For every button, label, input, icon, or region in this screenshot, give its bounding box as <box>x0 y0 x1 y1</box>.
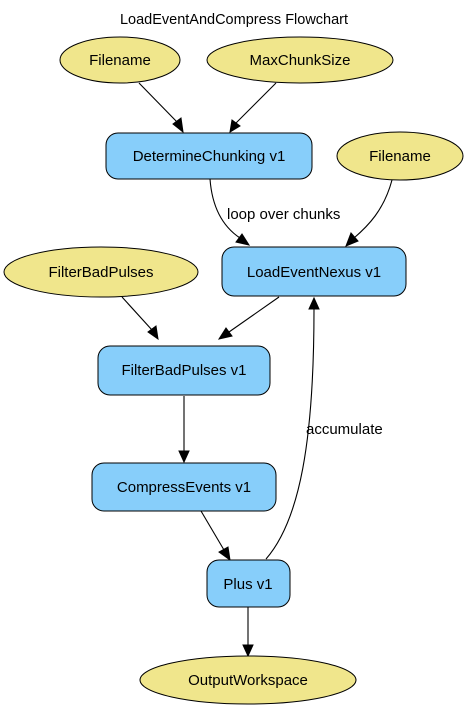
node-filterbadpulses-alg: FilterBadPulses v1 <box>97 345 271 396</box>
edge-loadeventnexus-to-filterbadpulses <box>217 296 280 340</box>
edge-plus-to-outputworkspace <box>242 607 254 658</box>
edge-compressevents-to-plus <box>200 510 231 562</box>
edge-maxchunksize-to-determinechunking <box>229 82 277 133</box>
edge-filename2-to-loadeventnexus <box>345 179 393 247</box>
node-filename-1: Filename <box>59 36 181 84</box>
node-filterbadpulses-param-label: FilterBadPulses <box>48 264 153 281</box>
edge-filterbadpulses-param-to-alg <box>121 296 159 341</box>
node-loadeventnexus-label: LoadEventNexus v1 <box>247 264 381 281</box>
node-outputworkspace: OutputWorkspace <box>139 655 357 705</box>
edge-label-loop-over-chunks: loop over chunks <box>227 206 340 223</box>
edge-label-accumulate: accumulate <box>306 421 383 438</box>
node-filename-1-label: Filename <box>89 52 151 69</box>
node-filterbadpulses-alg-label: FilterBadPulses v1 <box>121 362 246 379</box>
node-compressevents-label: CompressEvents v1 <box>117 479 251 496</box>
edge-filterbadpulses-to-compressevents <box>178 396 190 464</box>
diagram-title: LoadEventAndCompress Flowchart <box>120 12 348 28</box>
node-outputworkspace-label: OutputWorkspace <box>188 672 308 689</box>
node-loadeventnexus: LoadEventNexus v1 <box>221 246 407 297</box>
node-maxchunksize: MaxChunkSize <box>206 36 394 84</box>
node-determinechunking: DetermineChunking v1 <box>105 132 313 180</box>
node-plus: Plus v1 <box>206 559 291 608</box>
node-filename-2: Filename <box>336 131 464 181</box>
node-maxchunksize-label: MaxChunkSize <box>250 52 351 69</box>
edge-determinechunking-to-loadeventnexus <box>209 178 251 246</box>
node-filename-2-label: Filename <box>369 148 431 165</box>
node-determinechunking-label: DetermineChunking v1 <box>133 148 286 165</box>
edge-plus-to-loadeventnexus <box>265 296 320 560</box>
node-compressevents: CompressEvents v1 <box>91 462 277 512</box>
edge-filename-to-determinechunking <box>138 82 184 134</box>
node-plus-label: Plus v1 <box>223 576 272 593</box>
node-filterbadpulses-param: FilterBadPulses <box>3 246 199 298</box>
